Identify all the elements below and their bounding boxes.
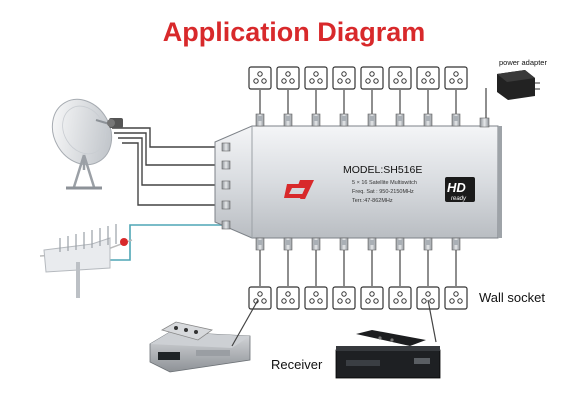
output-port <box>283 237 293 251</box>
output-port <box>423 113 433 127</box>
power-adapter-icon <box>497 70 540 100</box>
wall-socket-icon <box>360 286 384 310</box>
satellite-dish-icon <box>51 98 114 190</box>
output-port <box>395 237 405 251</box>
terrestrial-input-cable <box>110 224 222 261</box>
input-ports <box>221 142 231 230</box>
terrestrial-antenna-icon <box>39 224 133 298</box>
output-port <box>451 113 461 127</box>
hd-text: HD <box>447 180 466 195</box>
power-port <box>479 117 490 128</box>
model-text: MODEL:SH516E <box>343 164 422 176</box>
input-port <box>221 160 231 170</box>
output-port <box>283 113 293 127</box>
output-port <box>311 237 321 251</box>
output-port <box>311 113 321 127</box>
wall-socket-icon <box>332 286 356 310</box>
input-port <box>221 142 231 152</box>
receiver-icon <box>149 331 251 373</box>
input-port <box>221 200 231 210</box>
receiver-icon <box>335 346 441 379</box>
wall-socket-icon <box>276 286 300 310</box>
hd-ready-badge: HD ready <box>445 177 475 202</box>
lnb-icon <box>107 118 123 128</box>
output-port <box>339 113 349 127</box>
remote-control-icon <box>160 321 213 341</box>
output-port <box>451 237 461 251</box>
brand-logo <box>284 180 314 199</box>
wall-socket-icon <box>388 66 412 90</box>
receiver-label: Receiver <box>271 357 323 372</box>
wall-socket-icon <box>248 66 272 90</box>
output-port <box>423 237 433 251</box>
wall-socket-icon <box>304 66 328 90</box>
description-text: 5 × 16 Satellite Multiswitch <box>352 180 417 186</box>
top-output-ports <box>255 113 461 127</box>
top-wall-sockets <box>248 66 468 90</box>
wall-socket-icon <box>416 286 440 310</box>
satellite-input-cables <box>112 127 222 206</box>
receiver-cable-left <box>231 299 259 347</box>
wall-socket-icon <box>304 286 328 310</box>
output-port <box>339 237 349 251</box>
wall-socket-icon <box>248 286 272 310</box>
output-port <box>255 237 265 251</box>
receiver-cable-right <box>427 299 437 343</box>
output-cables <box>259 90 457 286</box>
wall-socket-icon <box>444 286 468 310</box>
ready-text: ready <box>451 196 467 202</box>
input-port <box>221 220 231 230</box>
diagram-title: Application Diagram <box>162 17 426 47</box>
multiswitch-unit: MODEL:SH516E 5 × 16 Satellite Multiswitc… <box>214 125 502 239</box>
wall-socket-icon <box>416 66 440 90</box>
wall-socket-icon <box>444 66 468 90</box>
freq-terr-text: Terr.:47-862MHz <box>352 198 393 204</box>
output-port <box>255 113 265 127</box>
input-port <box>221 180 231 190</box>
freq-sat-text: Freq. Sat : 950-2150MHz <box>352 189 414 195</box>
wall-socket-label: Wall socket <box>479 290 545 305</box>
remote-control-icon <box>356 330 426 346</box>
output-port <box>367 237 377 251</box>
wall-socket-icon <box>360 66 384 90</box>
bottom-output-ports <box>255 237 461 251</box>
output-port <box>395 113 405 127</box>
output-port <box>367 113 377 127</box>
wall-socket-icon <box>388 286 412 310</box>
bottom-wall-sockets <box>248 286 468 310</box>
wall-socket-icon <box>332 66 356 90</box>
power-adapter-label: power adapter <box>499 58 547 67</box>
wall-socket-icon <box>276 66 300 90</box>
